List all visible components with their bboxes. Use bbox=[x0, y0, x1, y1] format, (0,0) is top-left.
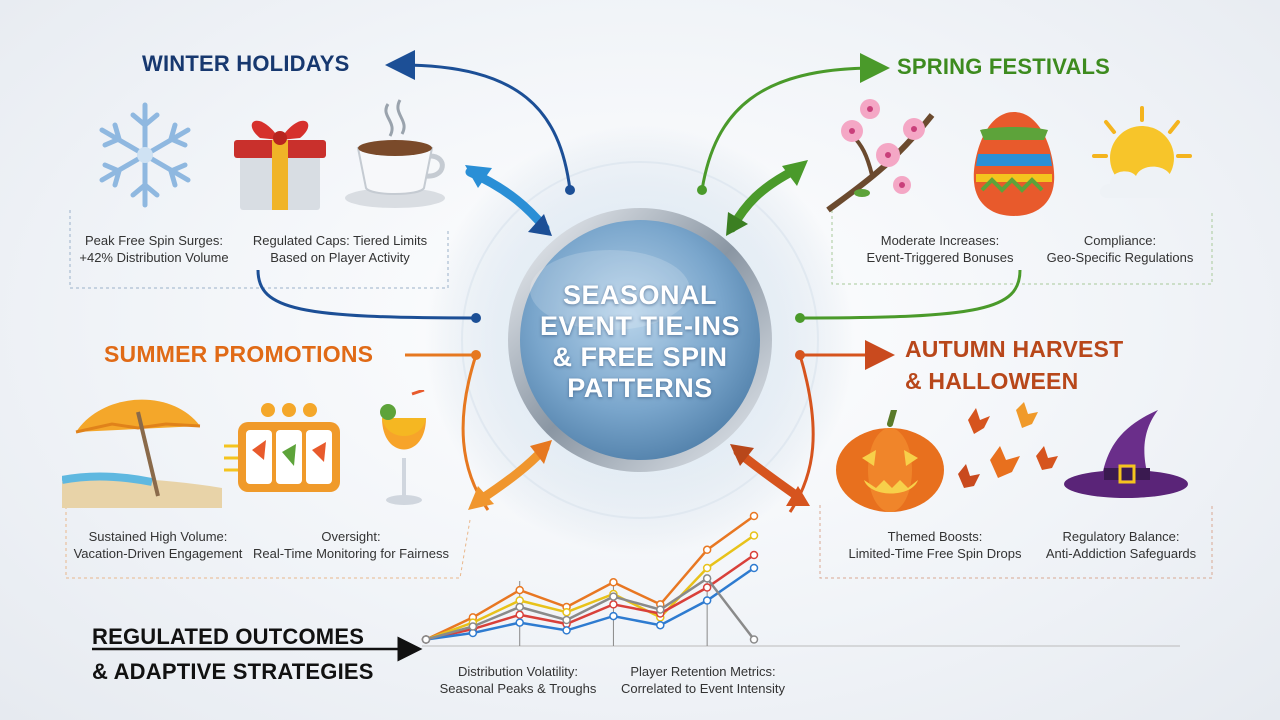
beach-umbrella-icon bbox=[62, 399, 222, 508]
caption-line: Compliance: bbox=[1083, 233, 1157, 248]
chart-point bbox=[562, 626, 571, 635]
summer-title: SUMMER PROMOTIONS bbox=[104, 341, 374, 367]
gift-box-icon bbox=[234, 120, 326, 210]
chart-series-line bbox=[425, 534, 755, 641]
caption-line: Event-Triggered Bonuses bbox=[866, 250, 1014, 265]
caption-line: Geo-Specific Regulations bbox=[1046, 250, 1194, 265]
chart-point bbox=[515, 610, 524, 620]
bottom-caption-1: Distribution Volatility: Seasonal Peaks … bbox=[428, 663, 608, 697]
autumn-caption-1: Themed Boosts: Limited-Time Free Spin Dr… bbox=[840, 528, 1030, 562]
chart-point bbox=[468, 622, 478, 631]
pumpkin-icon bbox=[836, 410, 944, 512]
chart-point bbox=[609, 592, 618, 601]
chart-point bbox=[702, 583, 712, 592]
caption-line: Anti-Addiction Safeguards bbox=[1045, 546, 1197, 561]
chart-point bbox=[562, 615, 571, 625]
snowflake-icon bbox=[99, 102, 191, 208]
caption-line: Seasonal Peaks & Troughs bbox=[439, 681, 597, 696]
chart-point bbox=[515, 585, 524, 595]
chart-point bbox=[609, 600, 618, 609]
chart-point bbox=[515, 602, 524, 612]
caption-line: Player Retention Metrics: bbox=[630, 664, 776, 679]
caption-line: Regulated Caps: Tiered Limits bbox=[252, 233, 428, 248]
caption-line: Regulatory Balance: bbox=[1062, 529, 1180, 544]
winter-caption-1: Peak Free Spin Surges: +42% Distribution… bbox=[74, 232, 234, 266]
caption-line: Peak Free Spin Surges: bbox=[84, 233, 224, 248]
bottom-title: REGULATED OUTCOMES & ADAPTIVE STRATEGIES bbox=[92, 619, 374, 689]
spring-connector bbox=[700, 53, 890, 191]
hub-title-line: PATTERNS bbox=[567, 373, 713, 403]
bottom-title-line: & ADAPTIVE STRATEGIES bbox=[92, 659, 374, 684]
caption-line: Vacation-Driven Engagement bbox=[73, 546, 243, 561]
sun-icon bbox=[1092, 106, 1196, 198]
chart-point bbox=[702, 563, 712, 573]
chart-point bbox=[421, 635, 431, 644]
chart-point bbox=[656, 605, 665, 614]
chart-point bbox=[562, 607, 571, 617]
hub-core bbox=[520, 220, 760, 460]
hub-title-line: & FREE SPIN bbox=[552, 342, 728, 372]
spring-caption-2: Compliance: Geo-Specific Regulations bbox=[1030, 232, 1210, 266]
cherry-blossom-icon bbox=[826, 99, 935, 213]
chart-series-line bbox=[425, 514, 755, 641]
chart-point bbox=[749, 635, 759, 644]
chart-point bbox=[609, 611, 618, 621]
caption-line: Themed Boosts: bbox=[887, 529, 983, 544]
caption-line: Real-Time Monitoring for Fairness bbox=[252, 546, 450, 561]
caption-line: Distribution Volatility: bbox=[458, 664, 578, 679]
chart-point bbox=[749, 563, 759, 573]
chart-point bbox=[702, 596, 712, 605]
autumn-caption-2: Regulatory Balance: Anti-Addiction Safeg… bbox=[1036, 528, 1206, 562]
caption-line: Moderate Increases: bbox=[880, 233, 1000, 248]
autumn-leaves-icon bbox=[958, 402, 1058, 488]
summer-caption-1: Sustained High Volume: Vacation-Driven E… bbox=[70, 528, 246, 562]
trend-chart bbox=[421, 511, 759, 646]
caption-line: Correlated to Event Intensity bbox=[620, 681, 786, 696]
winter-frame bbox=[69, 210, 449, 289]
easter-egg-icon bbox=[973, 112, 1055, 216]
hub-title: SEASONAL EVENT TIE-INS & FREE SPIN PATTE… bbox=[500, 280, 780, 404]
slot-machine-icon bbox=[224, 403, 340, 492]
spring-title: SPRING FESTIVALS bbox=[897, 54, 1111, 79]
chart-point bbox=[749, 550, 759, 560]
summer-frame bbox=[65, 500, 471, 579]
hub-title-line: SEASONAL bbox=[562, 280, 718, 310]
chart-series-line bbox=[425, 576, 755, 641]
bottom-caption-2: Player Retention Metrics: Correlated to … bbox=[608, 663, 798, 697]
chart-point bbox=[515, 618, 524, 627]
caption-line: Based on Player Activity bbox=[270, 250, 410, 265]
autumn-title-line: AUTUMN HARVEST bbox=[905, 336, 1124, 362]
cocktail-icon bbox=[380, 390, 426, 505]
caption-line: Sustained High Volume: bbox=[88, 529, 228, 544]
autumn-title: AUTUMN HARVEST & HALLOWEEN bbox=[905, 333, 1123, 397]
winter-connector bbox=[385, 50, 572, 191]
caption-line: Limited-Time Free Spin Drops bbox=[848, 546, 1022, 561]
autumn-title-line: & HALLOWEEN bbox=[905, 368, 1079, 394]
hub-title-line: EVENT TIE-INS bbox=[539, 311, 741, 341]
winter-title: WINTER HOLIDAYS bbox=[142, 51, 350, 76]
autumn-frame bbox=[819, 505, 1213, 579]
winter-link bbox=[256, 269, 477, 320]
witch-hat-icon bbox=[1064, 410, 1188, 498]
chart-point bbox=[749, 511, 759, 521]
spring-frame bbox=[831, 210, 1213, 285]
summer-caption-2: Oversight: Real-Time Monitoring for Fair… bbox=[248, 528, 454, 562]
spring-link bbox=[799, 269, 1022, 320]
chart-point bbox=[656, 620, 665, 630]
chart-point bbox=[702, 545, 712, 555]
winter-caption-2: Regulated Caps: Tiered Limits Based on P… bbox=[240, 232, 440, 266]
chart-point bbox=[609, 578, 618, 587]
spring-caption-1: Moderate Increases: Event-Triggered Bonu… bbox=[850, 232, 1030, 266]
chart-point bbox=[749, 531, 759, 540]
caption-line: Oversight: bbox=[321, 529, 381, 544]
chart-series-line bbox=[425, 553, 755, 641]
coffee-cup-icon bbox=[345, 99, 445, 208]
chart-point bbox=[702, 574, 712, 583]
chart-series-line bbox=[425, 566, 755, 641]
bottom-title-line: REGULATED OUTCOMES bbox=[92, 624, 365, 649]
caption-line: +42% Distribution Volume bbox=[79, 250, 229, 265]
